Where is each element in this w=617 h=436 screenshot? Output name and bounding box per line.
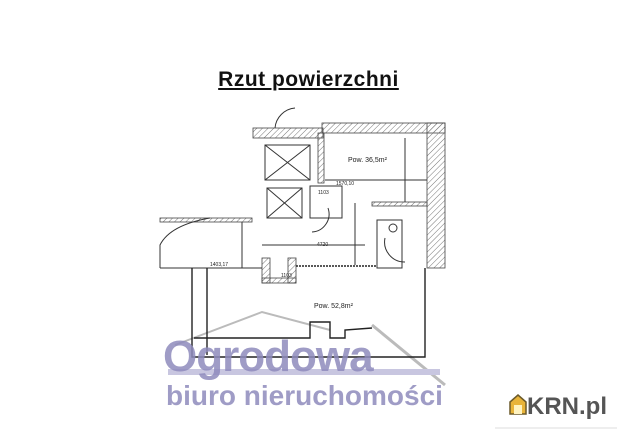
svg-text:1103: 1103 bbox=[318, 190, 329, 196]
watermark-roof bbox=[174, 310, 331, 346]
walls bbox=[159, 122, 446, 284]
room-label-1: Pow. 36,5m² bbox=[348, 157, 388, 164]
house-icon bbox=[509, 394, 527, 415]
krn-logo: KRN.pl bbox=[527, 393, 607, 420]
watermark-roof-right bbox=[371, 323, 446, 387]
svg-text:1403,17: 1403,17 bbox=[210, 262, 228, 268]
svg-text:1103: 1103 bbox=[281, 273, 292, 279]
room-label-2: Pow. 52,8m² bbox=[314, 303, 354, 310]
dimension-labels: 1570,10 4720 1403,17 1103 1103 bbox=[210, 181, 354, 279]
watermark-subtitle: biuro nieruchomości bbox=[166, 380, 443, 411]
page-title: Rzut powierzchni bbox=[218, 68, 399, 91]
watermark-title: Ogrodowa bbox=[163, 332, 374, 381]
svg-text:4720: 4720 bbox=[317, 242, 328, 248]
svg-text:1570,10: 1570,10 bbox=[336, 181, 354, 187]
